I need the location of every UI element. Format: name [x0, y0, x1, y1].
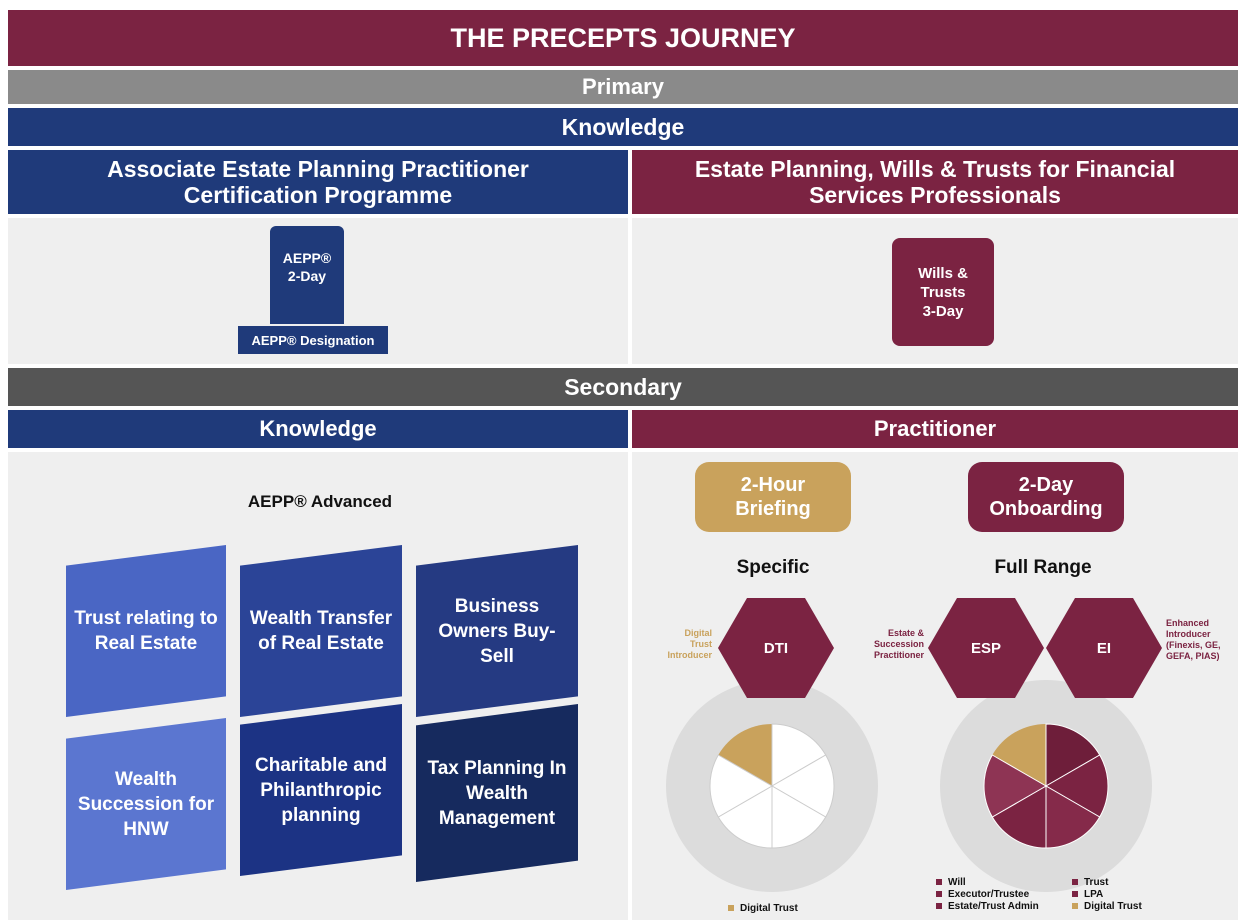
left-programme-header: Associate Estate Planning Practitioner C…	[8, 150, 628, 214]
legend-label: Will	[948, 877, 966, 888]
tile-charitable-philanthropic: Charitable and Philanthropic planning	[240, 704, 402, 876]
legend-label: LPA	[1084, 889, 1104, 900]
right-programme-header: Estate Planning, Wills & Trusts for Fina…	[632, 150, 1238, 214]
legend-marker	[936, 891, 942, 898]
aepp-badge-line1: AEPP®	[282, 250, 332, 266]
primary-knowledge-header: Knowledge	[8, 108, 1238, 146]
specific-label: Specific	[736, 557, 810, 578]
full-range-pie	[983, 723, 1109, 849]
legend-item: Trust	[1072, 877, 1142, 889]
legend-item: Digital Trust	[728, 903, 798, 915]
legend-marker	[1072, 879, 1078, 886]
primary-header: Primary	[8, 70, 1238, 104]
dti-caption: Digital Trust Introducer	[658, 628, 712, 661]
legend-label: Estate/Trust Admin	[948, 901, 1039, 912]
legend-label: Digital Trust	[740, 903, 798, 914]
ei-hexagon: EI	[1046, 598, 1162, 698]
dti-pie	[709, 723, 835, 849]
legend-item: LPA	[1072, 889, 1142, 901]
fr-slice-executor	[1044, 754, 1109, 818]
tile-business-owners-buy-sell: Business Owners Buy-Sell	[416, 545, 578, 717]
wills-badge-line2: Trusts	[920, 283, 966, 301]
esp-caption-2: Succession	[873, 639, 924, 649]
wills-badge-line1: Wills &	[918, 264, 968, 282]
fr-slice-estate-admin	[1045, 785, 1101, 849]
practitioner-header: Practitioner	[632, 410, 1238, 448]
ei-caption-4: GEFA, PIAS)	[1166, 651, 1220, 661]
fr-slice-trust	[991, 785, 1047, 849]
legend-marker	[1072, 903, 1078, 910]
tile-tax-planning: Tax Planning In Wealth Management	[416, 704, 578, 882]
esp-caption: Estate & Succession Practitioner	[854, 628, 924, 661]
aepp-badge-line2: 2-Day	[287, 268, 327, 284]
dti-slice-3	[770, 754, 835, 818]
dti-slice-5	[717, 785, 773, 849]
onboarding-badge: 2-Day Onboarding	[968, 462, 1124, 532]
ei-caption: Enhanced Introducer (Finexis, GE, GEFA, …	[1166, 618, 1238, 662]
fr-slice-digital-trust	[992, 724, 1046, 786]
aepp-designation: AEPP® Designation	[236, 324, 390, 356]
legend-item: Digital Trust	[1072, 901, 1142, 913]
ei-caption-2: Introducer	[1166, 629, 1211, 639]
tile-wealth-succession-hnw: Wealth Succession for HNW	[66, 718, 226, 890]
legend-item: Will	[936, 877, 1039, 889]
dti-slice-2	[771, 723, 827, 787]
dti-caption-3: Introducer	[667, 650, 712, 660]
fr-slice-will	[1045, 723, 1101, 787]
ei-caption-3: (Finexis, GE,	[1166, 640, 1221, 650]
legend-marker	[1072, 891, 1078, 898]
legend-item: Executor/Trustee	[936, 889, 1039, 901]
dti-caption-1: Digital	[684, 628, 712, 638]
tile-wealth-transfer-real-estate: Wealth Transfer of Real Estate	[240, 545, 402, 717]
dti-slice-digital-trust	[718, 724, 772, 786]
esp-caption-1: Estate &	[887, 628, 924, 638]
secondary-header: Secondary	[8, 368, 1238, 406]
legend-marker	[936, 879, 942, 886]
aepp-badge: AEPP® 2-Day	[270, 226, 344, 330]
fr-slice-lpa	[983, 754, 1048, 818]
full-range-legend-col2: Trust LPA Digital Trust	[1072, 877, 1142, 913]
dti-caption-2: Trust	[689, 639, 712, 649]
wills-badge: Wills & Trusts 3-Day	[892, 238, 994, 346]
legend-marker	[936, 903, 942, 910]
wills-badge-line3: 3-Day	[922, 302, 964, 320]
ei-caption-1: Enhanced	[1166, 618, 1210, 628]
page-title: THE PRECEPTS JOURNEY	[8, 10, 1238, 66]
legend-label: Executor/Trustee	[948, 889, 1030, 900]
dti-slice-4	[771, 785, 827, 849]
aepp-advanced-label: AEPP® Advanced	[247, 492, 393, 511]
legend-label: Digital Trust	[1084, 901, 1142, 912]
dti-legend: Digital Trust	[728, 903, 798, 915]
full-range-label: Full Range	[994, 557, 1092, 578]
briefing-badge: 2-Hour Briefing	[695, 462, 851, 532]
legend-marker	[728, 905, 734, 912]
dti-slice-6	[709, 754, 774, 818]
full-range-legend-col1: Will Executor/Trustee Estate/Trust Admin	[936, 877, 1039, 913]
legend-label: Trust	[1084, 877, 1109, 888]
legend-item: Estate/Trust Admin	[936, 901, 1039, 913]
tile-trust-real-estate: Trust relating to Real Estate	[66, 545, 226, 717]
esp-caption-3: Practitioner	[873, 650, 924, 660]
secondary-knowledge-header: Knowledge	[8, 410, 628, 448]
